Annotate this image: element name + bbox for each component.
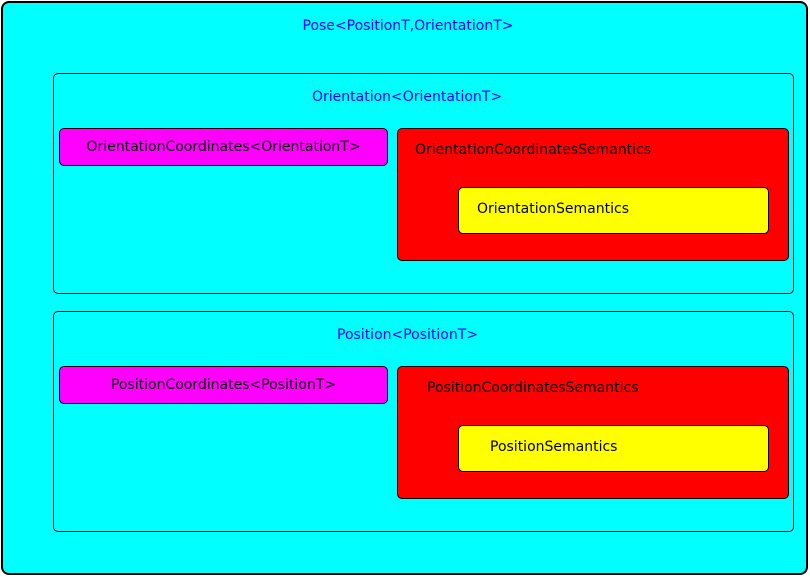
position-container: Position<PositionT> PositionCoordinates<… [53, 311, 794, 532]
position-coordinates-label: PositionCoordinates<PositionT> [110, 377, 337, 393]
orientation-coordinates-label: OrientationCoordinates<OrientationT> [86, 139, 361, 155]
orientation-semantics-label: OrientationSemantics [477, 201, 629, 217]
orientation-label: Orientation<OrientationT> [312, 89, 503, 105]
position-label: Position<PositionT> [337, 327, 479, 343]
orientation-container: Orientation<OrientationT> OrientationCoo… [53, 73, 794, 294]
position-coordinates-semantics-label: PositionCoordinatesSemantics [427, 380, 639, 396]
position-semantics-label: PositionSemantics [490, 439, 618, 455]
position-coordinates-box: PositionCoordinates<PositionT> [59, 366, 388, 404]
orientation-coordinates-box: OrientationCoordinates<OrientationT> [59, 128, 388, 166]
orientation-semantics-box: OrientationSemantics [458, 187, 769, 234]
position-semantics-box: PositionSemantics [458, 425, 769, 472]
pose-label: Pose<PositionT,OrientationT> [302, 18, 514, 34]
orientation-coordinates-semantics-label: OrientationCoordinatesSemantics [415, 142, 652, 158]
position-coordinates-semantics-box: PositionCoordinatesSemantics PositionSem… [397, 366, 789, 499]
orientation-coordinates-semantics-box: OrientationCoordinatesSemantics Orientat… [397, 128, 789, 261]
